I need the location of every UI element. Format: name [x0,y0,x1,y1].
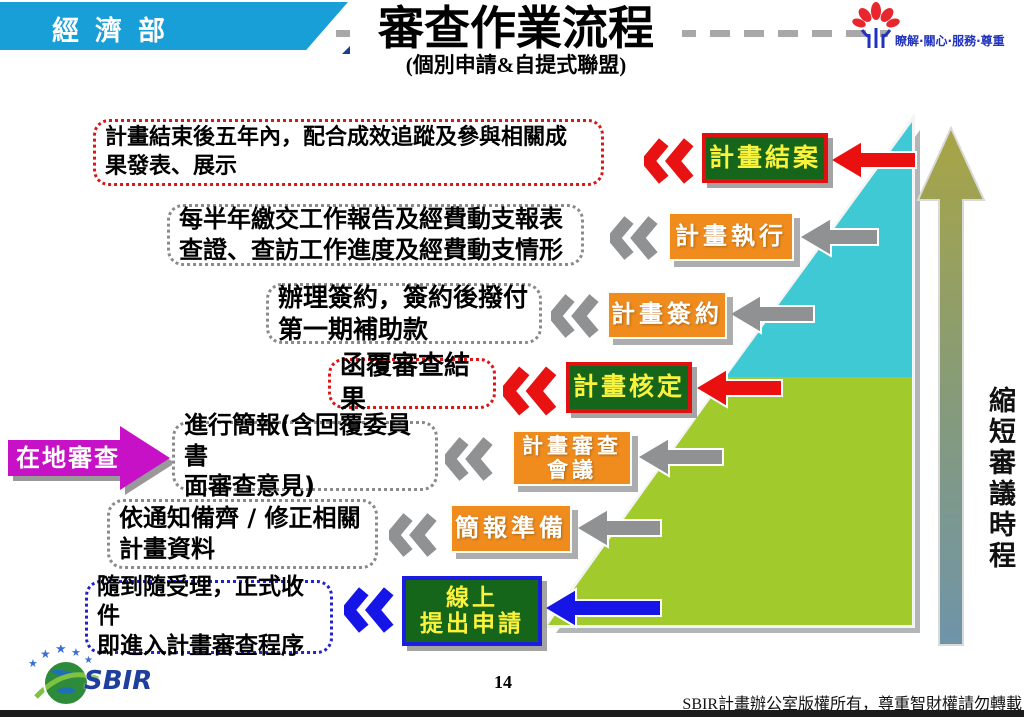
triangle-green [548,377,912,625]
arrow-into-briefing-prep [574,507,662,549]
stage-label: 線上 [446,584,498,611]
stage-project-closure: 計畫結案 [702,133,828,183]
note-text: 依通知備齊 / 修正相關 [119,504,361,533]
note-text: 即進入計畫審查程序 [97,632,304,659]
stage-label: 計畫執行 [675,221,787,250]
stage-project-approval: 計畫核定 [566,362,692,413]
stage-online-application: 線上 提出申請 [402,576,542,646]
note-document-preparation: 依通知備齊 / 修正相關 計畫資料 [107,499,378,569]
note-text: 面審查意見) [184,472,315,501]
double-chevron-left-icon [389,513,439,557]
bottom-bar [0,710,1024,717]
double-chevron-left-icon [551,294,601,338]
double-chevron-left-icon [503,366,559,416]
note-project-closure: 計畫結束後五年內，配合成效追蹤及參與相關成 果發表、展示 [93,119,604,186]
note-text: 計畫資料 [119,535,215,563]
local-review-label: 在地審查 [16,444,120,472]
stage-label: 計畫審查 [522,433,622,458]
stage-label: 會議 [547,458,597,482]
arrow-into-execution [797,216,879,258]
svg-text:★: ★ [55,645,67,657]
stage-review-meeting: 計畫審查 會議 [512,430,632,486]
stage-label: 計畫結案 [708,142,821,172]
note-text: 函覆審查結果 [340,351,471,415]
sbir-globe-icon: ★★ ★★ ★ [28,645,100,706]
stage-label: 簡報準備 [455,513,567,542]
stage-project-execution: 計畫執行 [668,212,794,261]
ministry-label: 經濟部 [52,16,181,47]
note-text: 第一期補助款 [278,314,429,344]
arrow-into-signing [727,293,815,335]
sbir-logo-text: SBIR [84,666,153,696]
note-text: 計畫結束後五年內，配合成效追蹤及參與相關成 [105,125,568,151]
arrow-into-approval [693,367,783,409]
note-application-intake: 隨到隨受理，正式收件 即進入計畫審查程序 [85,574,333,659]
plum-blossom-logo-icon [852,2,900,48]
double-chevron-left-icon [344,586,396,634]
note-text: 進行簡報(含回覆委員書 [184,410,411,470]
note-text: 辦理簽約，簽約後撥付 [278,282,529,312]
double-chevron-left-icon [610,216,660,260]
stage-label: 計畫簽約 [611,300,723,329]
page-subtitle: (個別申請&自提式聯盟) [405,52,627,77]
motto-text: 瞭解·關心·服務·尊重 [895,34,1005,48]
stage-briefing-preparation: 簡報準備 [450,504,572,553]
title-block: 審查作業流程 (個別申請&自提式聯盟) [350,4,682,77]
note-contract-signing: 辦理簽約，簽約後撥付 第一期補助款 [266,283,542,344]
note-text: 查證、查訪工作進度及經費動支情形 [179,236,563,264]
up-arrow-icon [916,125,986,646]
note-text: 果發表、展示 [105,153,238,179]
note-text: 每半年繳交工作報告及經費動支報表 [179,205,563,234]
arrow-into-closure [828,139,917,181]
copyright-text: SBIR計畫辦公室版權所有，尊重智財權請勿轉載 [682,696,1022,713]
svg-text:★: ★ [28,657,38,670]
double-chevron-left-icon [445,437,495,481]
page-title: 審查作業流程 [378,3,654,54]
note-briefing: 進行簡報(含回覆委員書 面審查意見) [172,411,438,500]
axis-label: 縮短審議時程 [984,386,1015,572]
svg-text:★: ★ [40,647,51,661]
ministry-banner [0,2,348,50]
svg-text:★: ★ [71,646,81,659]
note-progress-reporting: 每半年繳交工作報告及經費動支報表 查證、查訪工作進度及經費動支情形 [167,204,584,266]
page-number: 14 [494,672,512,692]
arrow-into-review-meeting [635,436,724,478]
stage-label: 計畫核定 [572,372,685,402]
stage-contract-signing: 計畫簽約 [607,291,727,339]
stage-label: 提出申請 [420,611,524,637]
arrow-into-online-application [542,587,662,629]
note-review-result-letter: 函覆審查結果 [328,351,496,415]
local-review-arrow [8,426,170,490]
note-text: 隨到隨受理，正式收件 [97,573,304,630]
svg-text:★: ★ [84,655,93,666]
double-chevron-left-icon [644,138,696,184]
